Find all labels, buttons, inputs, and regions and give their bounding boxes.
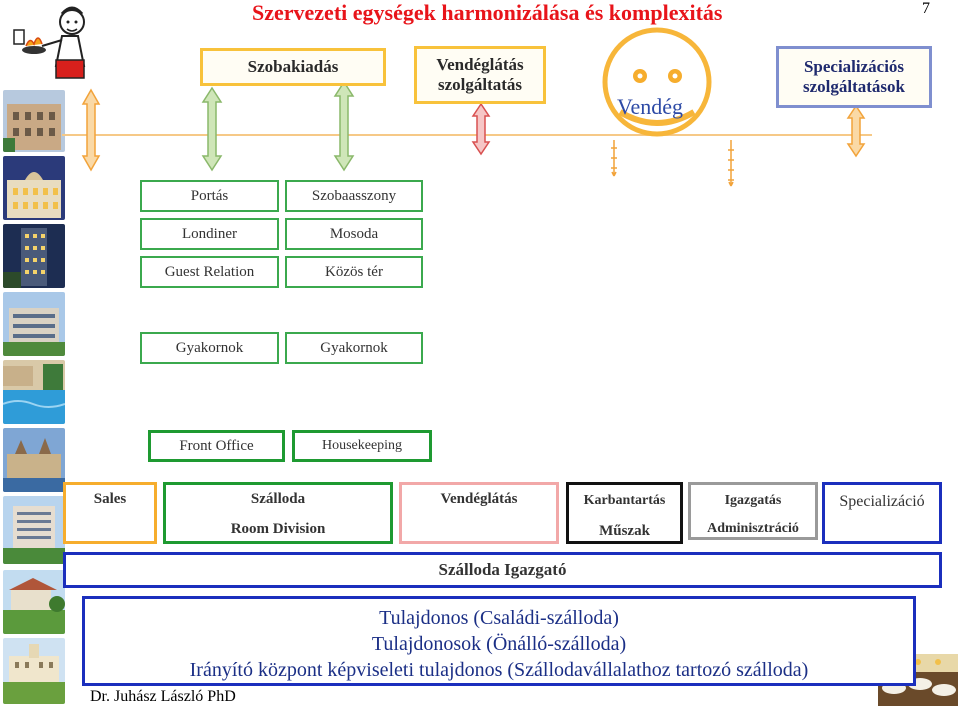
vendeglatas-dept-label: Vendéglátás: [440, 491, 518, 507]
page-number: 7: [922, 0, 930, 17]
modern-hotel-photo: [3, 292, 65, 356]
front-office-label: Front Office: [179, 437, 254, 454]
double-arrow-szobakiadas: [201, 86, 223, 172]
owner-line-independent: Tulajdonosok (Önálló-szálloda): [371, 633, 627, 655]
room-division-label: Room Division: [230, 521, 326, 537]
riverside-hotel-photo: [3, 428, 65, 492]
igazgatas-label: Igazgatás: [724, 493, 782, 508]
guest-face-icon: [602, 27, 712, 137]
trainee-label: Gyakornok: [320, 339, 388, 356]
hotel-director-box: Szálloda Igazgató: [63, 552, 942, 588]
vendeglatas-box: Vendéglátás: [399, 482, 559, 544]
specializacios-szolgaltatasok-box: Specializációs szolgáltatások: [776, 46, 932, 108]
igazgatas-box: Igazgatás Adminisztráció: [688, 482, 818, 540]
szobakiadas-label: Szobakiadás: [247, 56, 339, 76]
staff-label: Portás: [190, 187, 229, 204]
specializacio-label: Specializáció: [839, 493, 925, 510]
author-footer: Dr. Juhász László PhD: [90, 688, 236, 705]
staff-label: Londiner: [182, 225, 237, 242]
staff-label: Szobaasszony: [311, 187, 397, 204]
double-arrow-specializacio: [846, 104, 866, 158]
staff-box-kozos-ter: Közös tér: [285, 256, 423, 288]
palace-hotel-photo: [3, 156, 65, 220]
trainee-box-housekeeping: Gyakornok: [285, 332, 423, 364]
vendeglatas-szolgaltatas-box: Vendéglátás szolgáltatás: [414, 46, 546, 104]
staff-label: Közös tér: [325, 263, 383, 280]
sales-label: Sales: [93, 491, 127, 507]
specializacio-box: Specializáció: [822, 482, 942, 544]
staff-box-szobaasszony: Szobaasszony: [285, 180, 423, 212]
guest-label: Vendég: [617, 94, 683, 119]
trainee-box-front: Gyakornok: [140, 332, 279, 364]
double-arrow-vendeglatas: [471, 102, 491, 156]
owners-box: Tulajdonos (Családi-szálloda) Tulajdonos…: [82, 596, 916, 686]
housekeeping-box: Housekeeping: [292, 430, 432, 462]
sales-box: Sales: [63, 482, 157, 544]
staff-label: Guest Relation: [164, 263, 255, 280]
staff-box-portas: Portás: [140, 180, 279, 212]
szobakiadas-box: Szobakiadás: [200, 48, 386, 86]
hotel-director-label: Szálloda Igazgató: [438, 560, 567, 579]
staff-box-guest-relation: Guest Relation: [140, 256, 279, 288]
resort-hotel-photo: [3, 496, 65, 564]
page-title: Szervezeti egységek harmonizálása és kom…: [252, 0, 723, 25]
staff-label: Mosoda: [329, 225, 379, 242]
owner-line-family: Tulajdonos (Családi-szálloda): [379, 607, 619, 629]
trainee-label: Gyakornok: [175, 339, 244, 356]
owner-line-chain: Irányító központ képviseleti tulajdonos …: [189, 659, 809, 681]
staff-box-mosoda: Mosoda: [285, 218, 423, 250]
staff-box-londiner: Londiner: [140, 218, 279, 250]
guest-drips: [611, 140, 734, 187]
country-manor-photo: [3, 570, 65, 634]
muszak-label: Műszak: [599, 523, 650, 539]
vendeglatas-label-line2: szolgáltatás: [437, 75, 523, 94]
chef-cartoon-icon: [13, 6, 86, 79]
tower-hotel-photo: [3, 224, 65, 288]
szalloda-label: Szálloda: [250, 491, 306, 507]
szalloda-room-division-box: Szálloda Room Division: [163, 482, 393, 544]
spec-label-line1: Specializációs: [803, 56, 905, 76]
housekeeping-label: Housekeeping: [321, 438, 403, 453]
vendeglatas-label-line1: Vendéglátás: [436, 54, 524, 74]
double-arrow-housekeeping: [333, 80, 355, 172]
pool-photo: [3, 360, 65, 424]
karbantartas-label: Karbantartás: [583, 493, 666, 508]
spec-label-line2: szolgáltatások: [803, 77, 905, 96]
front-office-box: Front Office: [148, 430, 285, 462]
double-arrow-left: [81, 88, 101, 172]
hotel-facade-photo: [3, 90, 65, 152]
karbantartas-box: Karbantartás Műszak: [566, 482, 683, 544]
adminisztracio-label: Adminisztráció: [707, 521, 799, 536]
castle-hotel-photo: [3, 638, 65, 704]
